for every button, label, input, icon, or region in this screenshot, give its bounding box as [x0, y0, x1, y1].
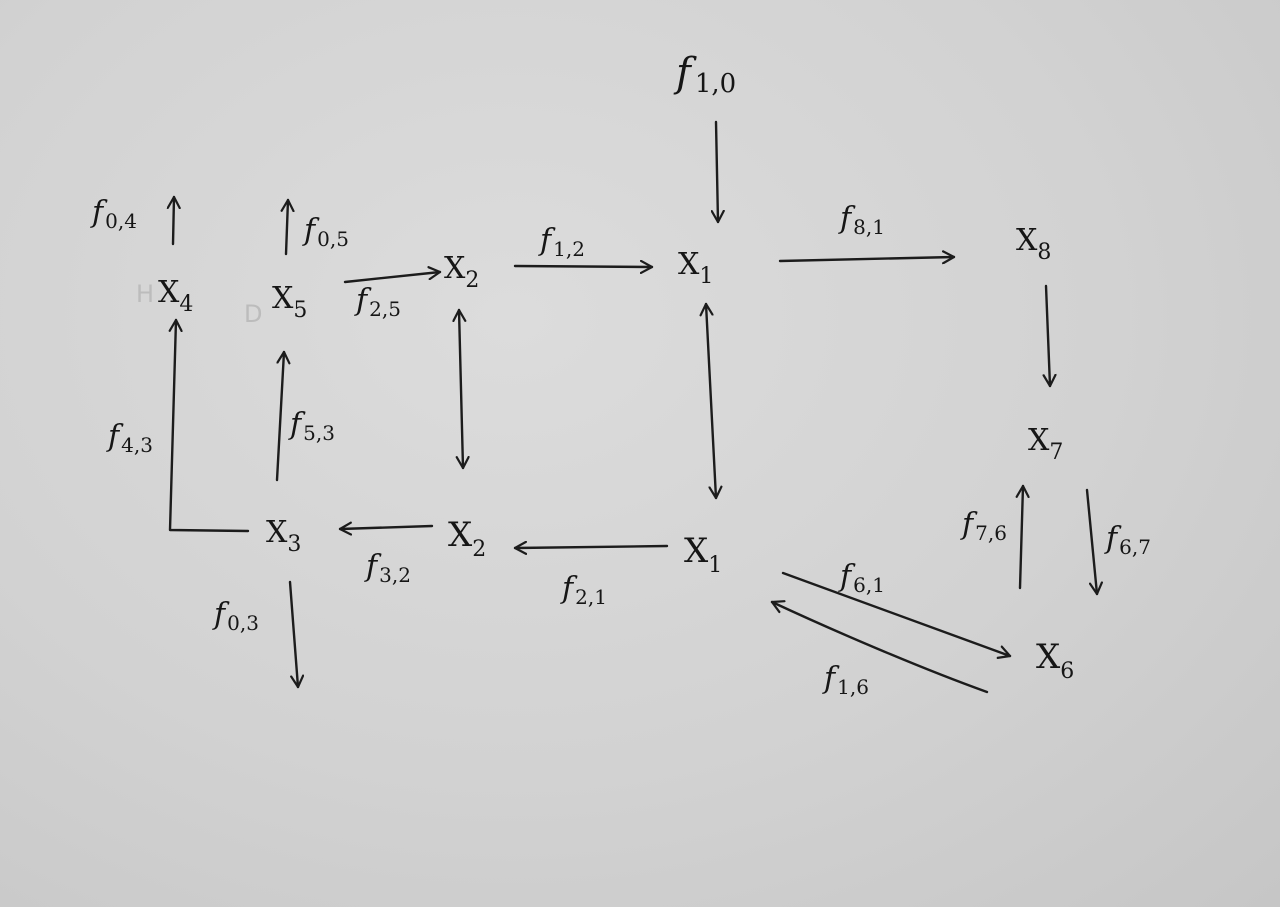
flow-label-f76-sub: 7,6: [975, 521, 1007, 545]
node-x8-base: X: [1016, 223, 1038, 258]
node-x1-top-sub: 1: [699, 264, 713, 289]
node-x2-bottom-base: X: [448, 515, 473, 555]
node-x4-top-sub: 4: [179, 292, 193, 317]
edge-x1-top-x1-bottom-link: [706, 302, 716, 500]
node-x8: X8: [1016, 223, 1051, 265]
edge-x1-top-to-x8: [778, 257, 956, 261]
node-x2-top-sub: 2: [465, 268, 479, 293]
flow-label-f25-sub: 2,5: [369, 297, 401, 321]
edge-x5-to-x2-top: [343, 272, 442, 284]
node-x1-bottom-base: X: [684, 531, 709, 571]
node-x3: X3: [266, 515, 301, 557]
flow-label-f61-sub: 6,1: [853, 573, 885, 597]
edge-x5-out-f05: [286, 198, 288, 256]
node-x1-bottom-sub: 1: [708, 553, 722, 578]
node-x4-top: X4: [158, 275, 193, 317]
flow-label-f81-sub: 8,1: [853, 215, 885, 239]
flow-label-f04-sub: 0,4: [105, 209, 137, 233]
node-x8-sub: 8: [1037, 240, 1051, 265]
node-x7-sub: 7: [1049, 440, 1063, 465]
flow-label-f53-sub: 5,3: [303, 421, 335, 445]
faint-mark-near-x4: H: [136, 280, 154, 308]
edge-x6-to-x7: [1020, 484, 1023, 590]
node-x5-top-sub: 5: [293, 298, 307, 323]
node-x2-top-base: X: [444, 251, 466, 286]
edge-x4-out-f04: [173, 195, 174, 246]
node-x7: X7: [1028, 423, 1063, 465]
flow-label-f10-base: f: [673, 50, 697, 96]
edge-x3-out-f03: [288, 580, 298, 689]
node-x1-top: X1: [678, 247, 713, 289]
flow-label-f10-sub: 1,0: [695, 69, 736, 99]
node-x2-top: X2: [444, 251, 479, 293]
flow-label-f32-sub: 3,2: [379, 563, 411, 587]
node-x3-sub: 3: [287, 532, 301, 557]
flow-label-f67-sub: 6,7: [1119, 535, 1151, 559]
node-x6-sub: 6: [1060, 659, 1074, 684]
faint-mark-near-x5: D: [244, 300, 262, 328]
edge-x3-to-x4: [170, 318, 250, 533]
node-x4-top-base: X: [158, 275, 180, 310]
flow-label-f43-sub: 4,3: [121, 433, 153, 457]
flow-label-f16-sub: 1,6: [837, 675, 869, 699]
edge-x2-top-to-x1-top: [513, 266, 654, 267]
flow-label-f12-sub: 1,2: [553, 237, 585, 261]
edge-x3-to-x5: [275, 350, 284, 482]
node-x2-bottom: X2: [448, 515, 486, 562]
node-x6-base: X: [1036, 637, 1061, 677]
node-x1-top-base: X: [678, 247, 700, 282]
edge-x2-top-x2-bottom-link: [459, 308, 463, 470]
node-x7-base: X: [1028, 423, 1050, 458]
node-x2-bottom-sub: 2: [472, 537, 486, 562]
edge-x2-bottom-to-x3: [338, 526, 434, 529]
edge-x1-bottom-to-x6: [781, 571, 1012, 656]
node-x3-base: X: [266, 515, 288, 550]
node-x6: X6: [1036, 637, 1074, 684]
flow-label-f21-sub: 2,1: [575, 585, 607, 609]
node-x5-top-base: X: [272, 281, 294, 316]
flow-label-f05-sub: 0,5: [317, 227, 349, 251]
flow-label-f03-sub: 0,3: [227, 611, 259, 635]
node-x5-top: X5: [272, 281, 307, 323]
edge-x8-to-x7: [1046, 284, 1050, 388]
edge-x7-to-x6: [1085, 488, 1097, 596]
edge-x6-to-x1-bottom: [770, 602, 989, 694]
node-x1-bottom: X1: [684, 531, 722, 578]
edge-x1-bottom-to-x2-bottom: [513, 546, 669, 548]
edge-f10-into-x1-top: [716, 120, 718, 224]
